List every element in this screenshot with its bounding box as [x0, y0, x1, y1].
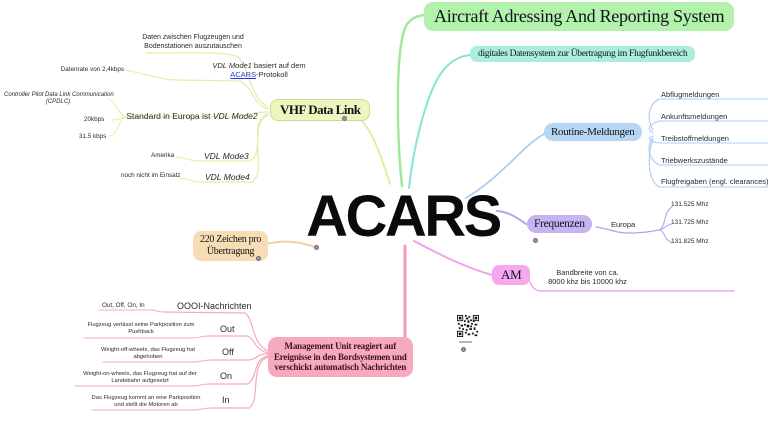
- node-oooi-note[interactable]: Out, Off, On, In: [102, 302, 145, 309]
- node-handle-dot-zeichen-branch[interactable]: [314, 245, 319, 250]
- node-cpdlc[interactable]: Controller Pilot Data Link Communication…: [4, 92, 114, 105]
- node-oooi-on-desc[interactable]: Weight-on-wheels, das Flugzeug hat auf d…: [83, 371, 197, 384]
- node-ankunftsmeldungen[interactable]: Ankunftsmeldungen: [661, 112, 728, 121]
- qr-code: [457, 315, 479, 337]
- node-vdl-mode4[interactable]: VDL Mode4: [205, 172, 250, 182]
- node-am[interactable]: AM: [492, 265, 531, 285]
- node-flugfreigaben[interactable]: Flugfreigaben (engl. clearances): [661, 177, 768, 186]
- management-line2: Ereignisse in den Bordsystemen und: [274, 351, 407, 362]
- node-vdl-mode2[interactable]: Standard in Europa ist VDL Mode2: [126, 111, 258, 121]
- node-oooi-out[interactable]: Out: [220, 324, 235, 334]
- node-abflugmeldungen[interactable]: Abflugmeldungen: [661, 90, 720, 99]
- node-subtitle[interactable]: digitales Datensystem zur Übertragung im…: [470, 46, 696, 62]
- node-mode4-einsatz[interactable]: noch nicht im Einsatz: [121, 172, 181, 179]
- node-freq-131725[interactable]: 131.725 Mhz: [671, 219, 709, 226]
- node-freq-131825[interactable]: 131.825 Mhz: [671, 238, 709, 245]
- zeichen-line1: 220 Zeichen pro: [200, 234, 262, 245]
- node-vhf-purpose[interactable]: Daten zwischen Flugzeugen und Bodenstati…: [142, 34, 244, 50]
- management-line1: Management Unit reagiert auf: [284, 341, 397, 351]
- node-220-zeichen[interactable]: 220 Zeichen pro Übertragung: [193, 231, 269, 261]
- node-mode3-amerika[interactable]: Amerika: [151, 152, 175, 159]
- node-oooi-off-desc[interactable]: Weight-off-wheels, das Flugzeug hat abge…: [101, 347, 195, 360]
- node-oooi-in[interactable]: In: [222, 395, 230, 405]
- vdl-mode1-name: VDL Mode1: [212, 61, 252, 70]
- node-frequenzen[interactable]: Frequenzen: [527, 215, 592, 233]
- node-mode1-datarate[interactable]: Datenrate von 2,4kbps: [60, 66, 124, 73]
- node-rate-315kbps[interactable]: 31.5 kbps: [79, 133, 107, 140]
- acars-protocol-link[interactable]: ACARS: [230, 70, 257, 79]
- node-oooi-in-desc[interactable]: Das Flugzeug kommt an eine Parkposition …: [91, 395, 201, 408]
- node-title[interactable]: Aircraft Adressing And Reporting System: [424, 2, 735, 31]
- node-routine-meldungen[interactable]: Routine-Meldungen: [544, 123, 642, 141]
- node-triebwerkszustaende[interactable]: Triebwerkszustände: [661, 156, 728, 165]
- node-oooi-header[interactable]: OOOI-Nachrichten: [177, 301, 252, 311]
- qr-caption: [459, 341, 472, 343]
- node-handle-dot-frequenzen[interactable]: [533, 238, 538, 243]
- node-treibstoffmeldungen[interactable]: Treibstoffmeldungen: [661, 134, 729, 143]
- node-handle-dot-qr[interactable]: [461, 347, 466, 352]
- node-handle-dot-vhf[interactable]: [342, 116, 347, 121]
- node-europa[interactable]: Europa: [611, 220, 636, 229]
- management-line3: verschickt automatisch Nachrichten: [274, 362, 407, 372]
- node-oooi-on[interactable]: On: [220, 371, 233, 381]
- node-oooi-off[interactable]: Off: [222, 347, 234, 357]
- node-rate-20kbps[interactable]: 20kbps: [84, 116, 105, 123]
- vdl-mode2-name: VDL Mode2: [212, 111, 258, 121]
- node-freq-131525[interactable]: 131.525 Mhz: [671, 201, 709, 208]
- node-vdl-mode1[interactable]: VDL Mode1 basiert auf dem ACARS-Protokol…: [212, 61, 306, 79]
- zeichen-line2: Übertragung: [206, 246, 255, 257]
- node-management-unit[interactable]: Management Unit reagiert auf Ereignisse …: [268, 337, 413, 377]
- node-bandbreite[interactable]: Bandbreite von ca. 8000 khz bis 10000 kh…: [548, 268, 627, 286]
- node-vhf-data-link[interactable]: VHF Data Link: [270, 99, 371, 121]
- node-vdl-mode3[interactable]: VDL Mode3: [204, 151, 249, 161]
- node-oooi-out-desc[interactable]: Flugzeug verlässt seine Parkposition zum…: [87, 322, 195, 335]
- node-handle-dot-zeichen[interactable]: [256, 256, 261, 261]
- center-node-acars[interactable]: ACARS: [306, 183, 502, 249]
